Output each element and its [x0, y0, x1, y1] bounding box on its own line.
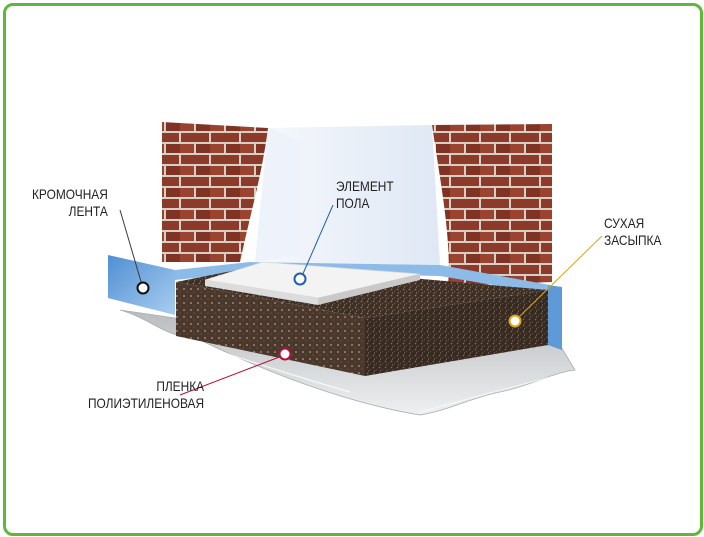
label-dry-backfill: СУХАЯ ЗАСЫПКА [604, 215, 661, 249]
label-dry-backfill-line2: ЗАСЫПКА [604, 232, 662, 248]
label-floor-element-line1: ЭЛЕМЕНТ [336, 178, 394, 194]
label-edge-tape-line2: ЛЕНТА [68, 203, 108, 219]
floor-element-board [204, 261, 421, 305]
label-film: ПЛЕНКА ПОЛИЭТИЛЕНОВАЯ [88, 378, 204, 412]
label-floor-element-line2: ПОЛА [336, 195, 370, 211]
label-film-line1: ПЛЕНКА [156, 378, 205, 394]
left-brick-wall [162, 122, 268, 262]
label-edge-tape: КРОМОЧНАЯ ЛЕНТА [32, 186, 108, 220]
leader-floor-element [293, 204, 334, 286]
right-brick-wall [432, 124, 552, 286]
leader-film [179, 347, 292, 396]
leader-dry-backfill [508, 235, 603, 328]
leader-edge-tape [119, 209, 150, 295]
label-floor-element: ЭЛЕМЕНТ ПОЛА [336, 178, 394, 212]
label-film-line2: ПОЛИЭТИЛЕНОВАЯ [88, 395, 205, 411]
label-dry-backfill-line1: СУХАЯ [604, 215, 645, 231]
back-wall [255, 125, 440, 265]
label-edge-tape-line1: КРОМОЧНАЯ [32, 186, 108, 202]
